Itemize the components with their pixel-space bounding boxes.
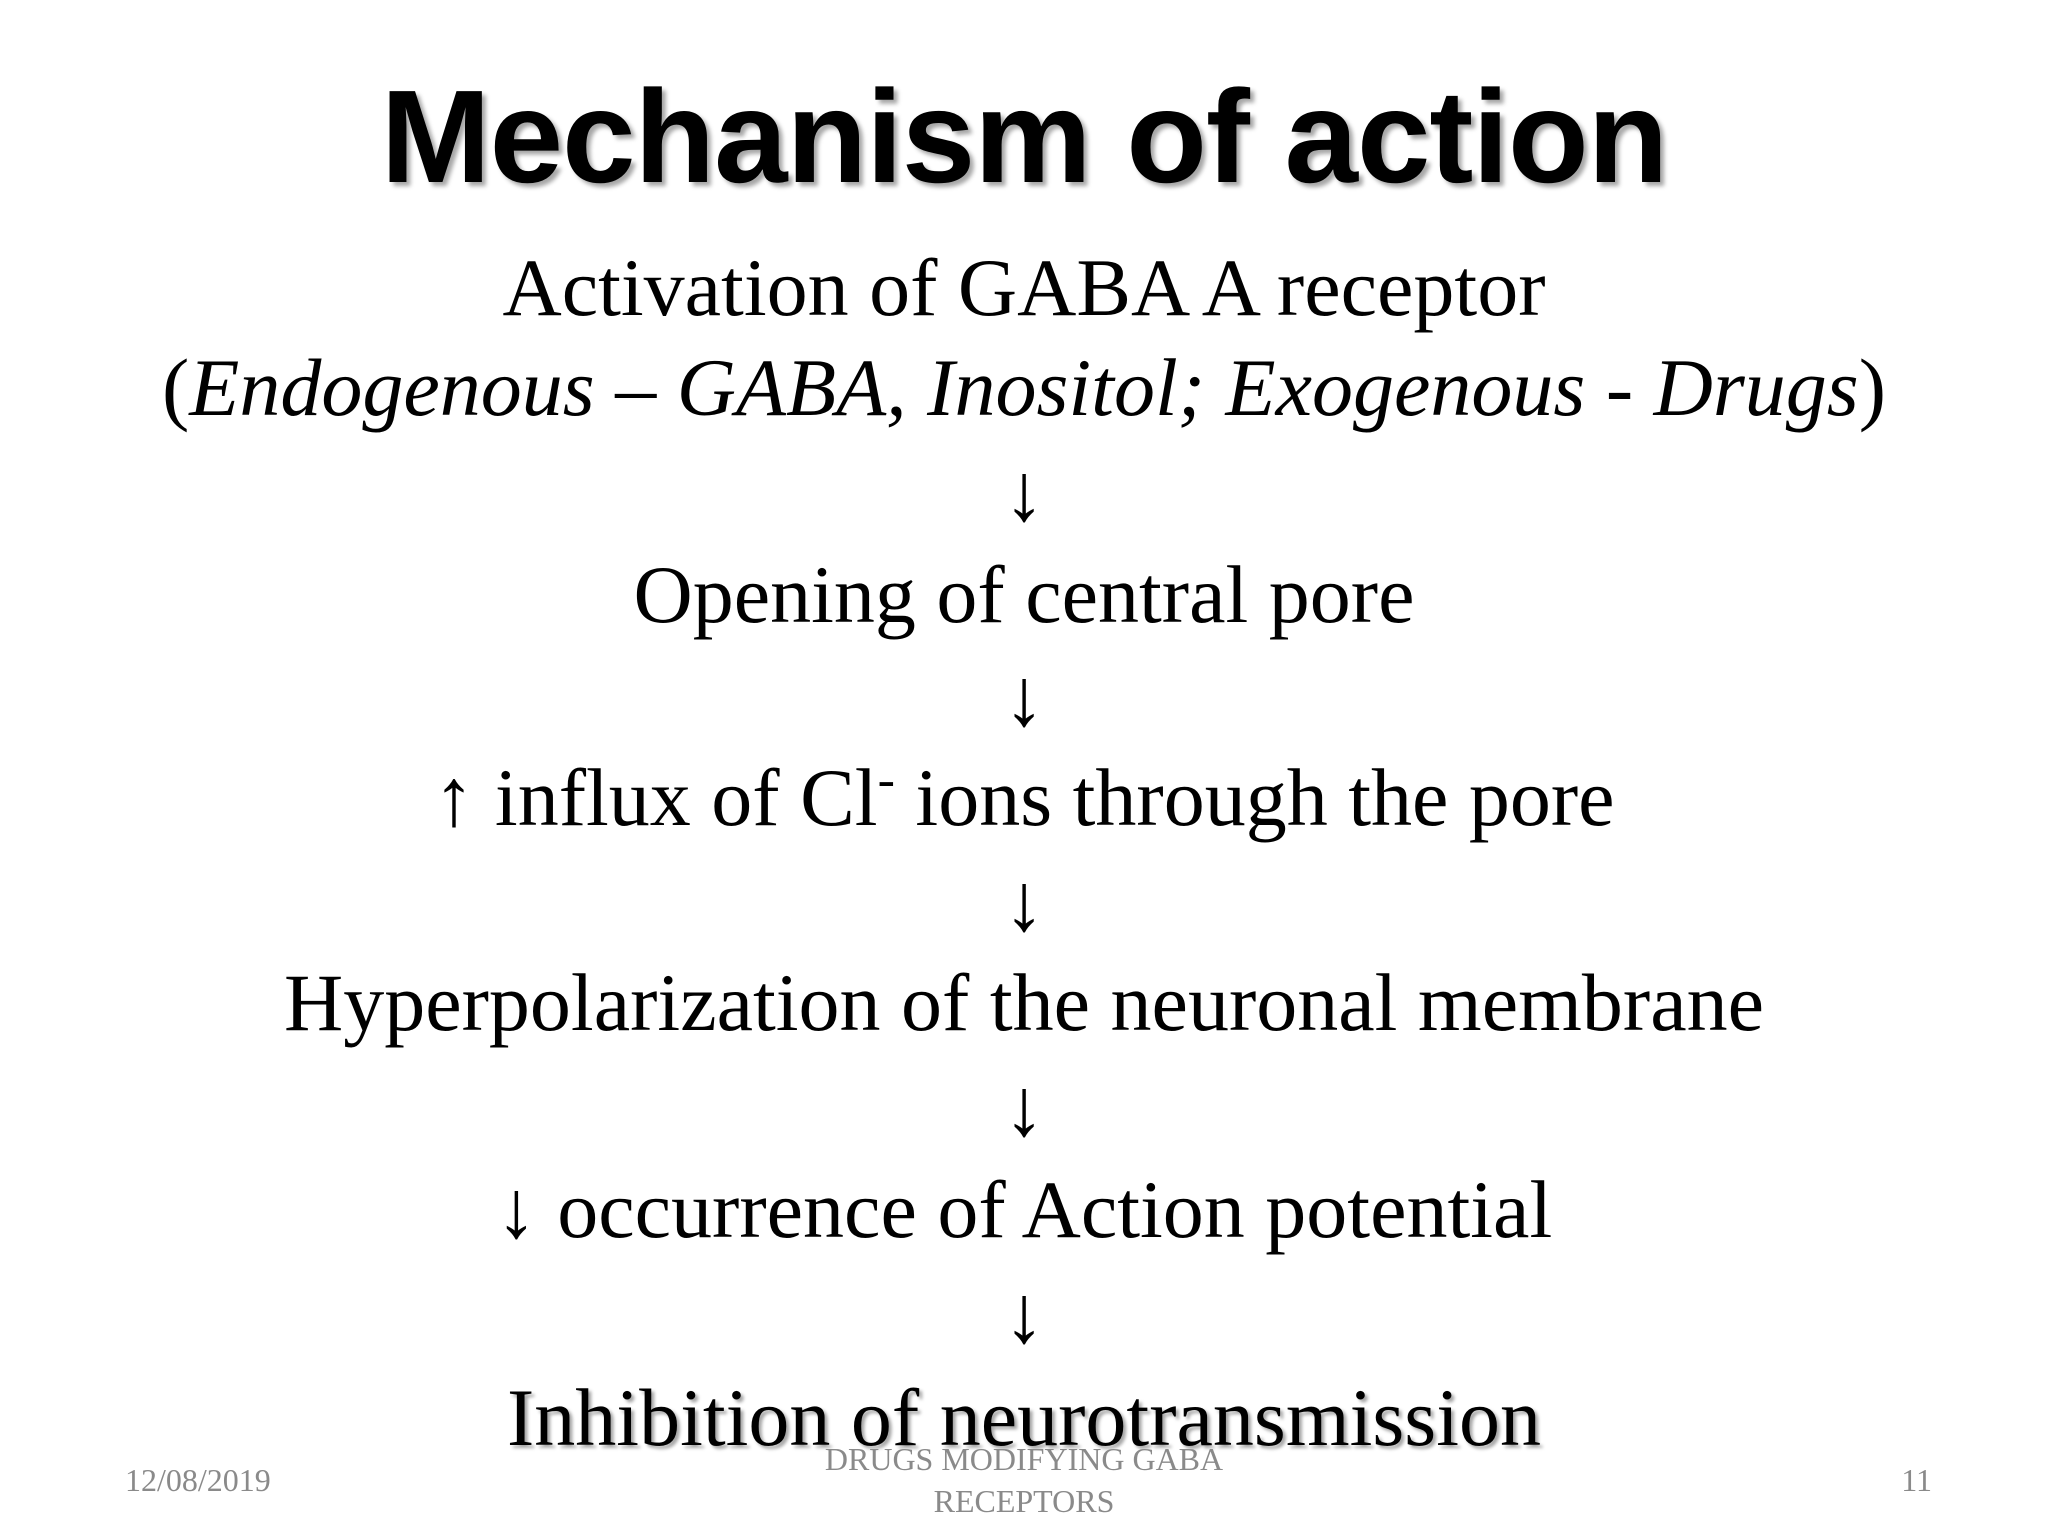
chloride-influx-suffix: ions through the pore — [894, 752, 1615, 843]
step-chloride-influx: ↑ influx of Cl- ions through the pore — [0, 748, 2048, 848]
down-arrow-icon: ↓ — [1003, 1062, 1045, 1153]
step-pore-opening: Opening of central pore — [633, 549, 1415, 640]
footer-date: 12/08/2019 — [125, 1462, 271, 1498]
chloride-charge: - — [877, 751, 895, 809]
page-number: 11 — [1901, 1462, 1932, 1498]
step-hyperpolarization: Hyperpolarization of the neuronal membra… — [284, 957, 1764, 1048]
open-parenthesis: ( — [161, 342, 190, 433]
slide-title: Mechanism of action — [380, 63, 1669, 210]
step-ligand-sources: (Endogenous – GABA, Inositol; Exogenous … — [0, 338, 2048, 438]
step-action-potential: ↓ occurrence of Action potential — [495, 1164, 1553, 1255]
down-arrow-icon: ↓ — [1003, 857, 1045, 948]
step-gaba-a-activation: Activation of GABA A receptor — [502, 242, 1546, 333]
ligand-sources-text: Endogenous – GABA, Inositol; Exogenous -… — [189, 342, 1859, 433]
step-inhibition: Inhibition of neurotransmission — [506, 1372, 1541, 1463]
footer-title-line2: RECEPTORS — [933, 1483, 1115, 1519]
footer-title-line1: DRUGS MODIFYING GABA — [824, 1441, 1224, 1477]
chloride-influx-prefix: ↑ influx of Cl — [433, 752, 878, 843]
down-arrow-icon: ↓ — [1003, 1269, 1045, 1360]
footer-title: DRUGS MODIFYING GABA RECEPTORS — [774, 1438, 1274, 1522]
down-arrow-icon: ↓ — [1003, 447, 1045, 538]
close-parenthesis: ) — [1858, 342, 1886, 433]
down-arrow-icon: ↓ — [1003, 652, 1045, 743]
